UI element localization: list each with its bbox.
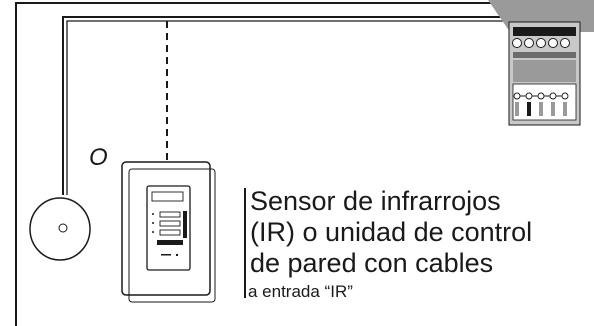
callout-line-4: a entrada “IR” (248, 282, 353, 301)
alternative-label: O (89, 144, 108, 171)
sensor-callout: Sensor de infrarrojos (IR) o unidad de c… (244, 186, 584, 302)
wall-control-unit-icon (121, 161, 216, 303)
terminal-block-icon (488, 0, 594, 126)
callout-line-1: Sensor de infrarrojos (250, 186, 501, 216)
callout-line-3: de pared con cables (250, 248, 494, 278)
callout-line-2: (IR) o unidad de control (250, 217, 533, 247)
callout-bracket (244, 188, 246, 298)
enclosure-wire (15, 2, 580, 326)
ir-sensor-icon (29, 197, 91, 261)
